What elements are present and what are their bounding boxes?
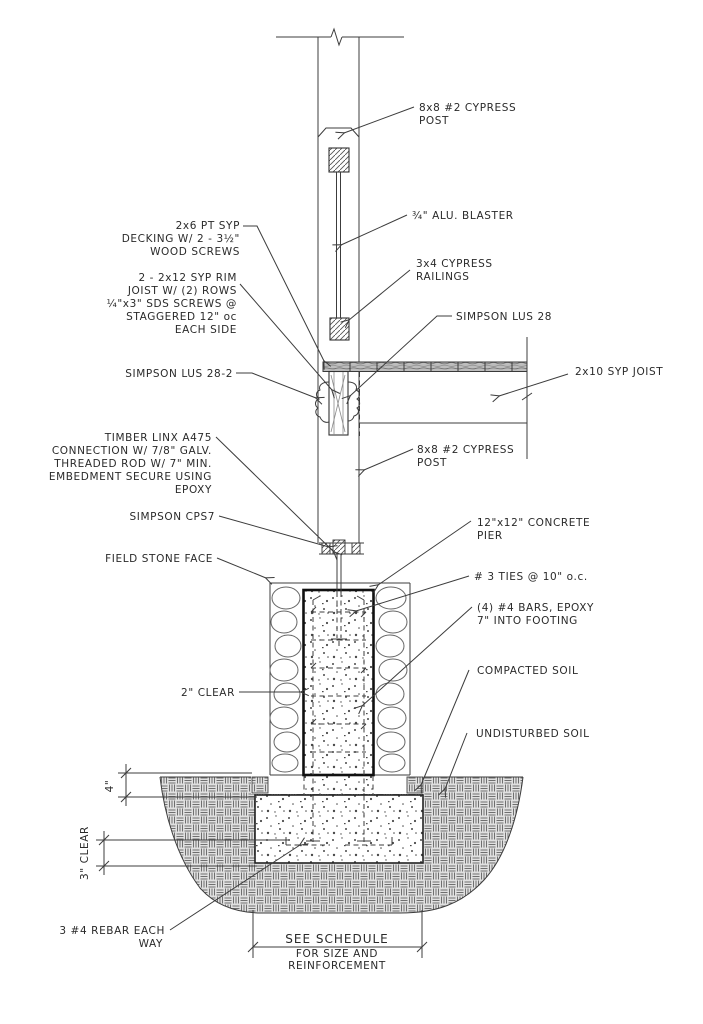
label-rim-5: EACH SIDE — [175, 324, 237, 336]
leader-pier — [369, 520, 472, 593]
post-chamfer — [317, 127, 360, 138]
label-post-lower-2: POST — [417, 457, 447, 469]
label-rebar-2: WAY — [139, 938, 163, 950]
dimension-schedule: SEE SCHEDULE FOR SIZE AND REINFORCEMENT — [247, 910, 428, 972]
joist-break-tick — [521, 392, 533, 401]
label-rim-1: 2 - 2x12 SYP RIM — [138, 272, 237, 284]
leader-bars — [353, 606, 473, 715]
dimension-4in: 4" — [104, 764, 257, 806]
decking-joints — [349, 362, 513, 372]
leader-railings — [340, 269, 411, 329]
leader-undisturbed — [438, 732, 468, 798]
threaded-rod — [331, 554, 347, 647]
dimension-3in-clear: 3" CLEAR — [79, 826, 288, 880]
dim-3in-clear-text: 3" CLEAR — [79, 826, 91, 880]
label-stone: FIELD STONE FACE — [105, 553, 213, 565]
leader-lus28 — [341, 315, 452, 405]
label-post-top-2: POST — [419, 115, 449, 127]
pier-vertical-bars — [312, 595, 365, 842]
leader-lines — [169, 106, 569, 931]
decking-boards — [322, 361, 528, 372]
leader-joist — [490, 373, 569, 403]
deck-framing — [315, 337, 533, 459]
label-lus28: SIMPSON LUS 28 — [456, 311, 552, 323]
label-lus28-2: SIMPSON LUS 28-2 — [125, 368, 233, 380]
label-decking-2: DECKING W/ 2 - 3½" — [122, 233, 240, 245]
joist-hanger-right — [347, 381, 361, 422]
label-timberlinx-2: CONNECTION W/ 7/8" GALV. — [52, 445, 212, 457]
label-compacted: COMPACTED SOIL — [477, 665, 578, 677]
leader-stone — [216, 557, 275, 585]
label-pier-2: PIER — [477, 530, 503, 542]
concrete-footing — [254, 794, 424, 864]
label-timberlinx-5: EPOXY — [175, 484, 212, 496]
schedule-text-line-1: SEE SCHEDULE — [285, 932, 389, 946]
leader-post-top — [335, 106, 415, 140]
label-bars-2: 7" INTO FOOTING — [477, 615, 578, 627]
stone-blobs-left — [269, 586, 302, 773]
label-post-top-1: 8x8 #2 CYPRESS — [419, 102, 516, 114]
label-railings-2: RAILINGS — [416, 271, 470, 283]
label-baluster: ¾" ALU. BLASTER — [412, 210, 514, 222]
compacted-soil-key-right — [406, 776, 424, 794]
label-timberlinx-3: THREADED ROD W/ 7" MIN. — [53, 458, 212, 470]
cps7-connector — [319, 539, 364, 555]
leader-timberlinx — [215, 436, 343, 561]
railing-assembly — [328, 147, 350, 341]
labels: 8x8 #2 CYPRESS POST ¾" ALU. BLASTER 3x4 … — [49, 102, 663, 950]
label-bars-1: (4) #4 BARS, EPOXY — [477, 602, 594, 614]
leader-baluster — [332, 214, 408, 252]
rim-joist — [328, 370, 349, 436]
leader-rebar — [169, 837, 309, 931]
label-decking-1: 2x6 PT SYP — [176, 220, 240, 232]
top-rail-section — [328, 147, 350, 173]
break-symbol — [330, 27, 343, 47]
footing — [251, 771, 424, 864]
bottom-rail-section — [329, 317, 350, 341]
dim-4in-text: 4" — [104, 780, 116, 793]
leader-post-lower — [355, 448, 414, 477]
label-timberlinx-1: TIMBER LINX A475 — [104, 432, 212, 444]
leader-rim-joist — [239, 283, 341, 399]
leader-lus28-2 — [236, 372, 325, 405]
schedule-text-line-2: FOR SIZE AND — [296, 948, 378, 960]
label-post-lower-1: 8x8 #2 CYPRESS — [417, 444, 514, 456]
label-2in-clear: 2" CLEAR — [181, 687, 235, 699]
label-joist: 2x10 SYP JOIST — [575, 366, 663, 378]
leader-ties — [347, 575, 470, 618]
label-rim-2: JOIST W/ (2) ROWS — [127, 285, 237, 297]
leader-compacted — [414, 669, 470, 794]
label-rim-3: ¼"x3" SDS SCREWS @ — [107, 298, 237, 310]
label-railings-1: 3x4 CYPRESS — [416, 258, 493, 270]
label-pier-1: 12"x12" CONCRETE — [477, 517, 590, 529]
label-rebar-1: 3 #4 REBAR EACH — [59, 925, 165, 937]
compacted-soil-key-left — [251, 776, 269, 794]
leader-cps7 — [218, 515, 338, 554]
label-rim-4: STAGGERED 12" oc — [126, 311, 237, 323]
label-timberlinx-4: EMBEDMENT SECURE USING — [49, 471, 212, 483]
label-cps7: SIMPSON CPS7 — [130, 511, 215, 523]
label-ties: # 3 TIES @ 10" o.c. — [474, 571, 588, 583]
label-decking-3: WOOD SCREWS — [150, 246, 240, 258]
pier-ties — [310, 606, 367, 753]
schedule-text-line-3: REINFORCEMENT — [288, 960, 386, 972]
leader-decking — [243, 225, 332, 370]
cypress-post — [276, 27, 404, 543]
label-undisturbed: UNDISTURBED SOIL — [476, 728, 590, 740]
concrete-pier — [302, 588, 375, 842]
